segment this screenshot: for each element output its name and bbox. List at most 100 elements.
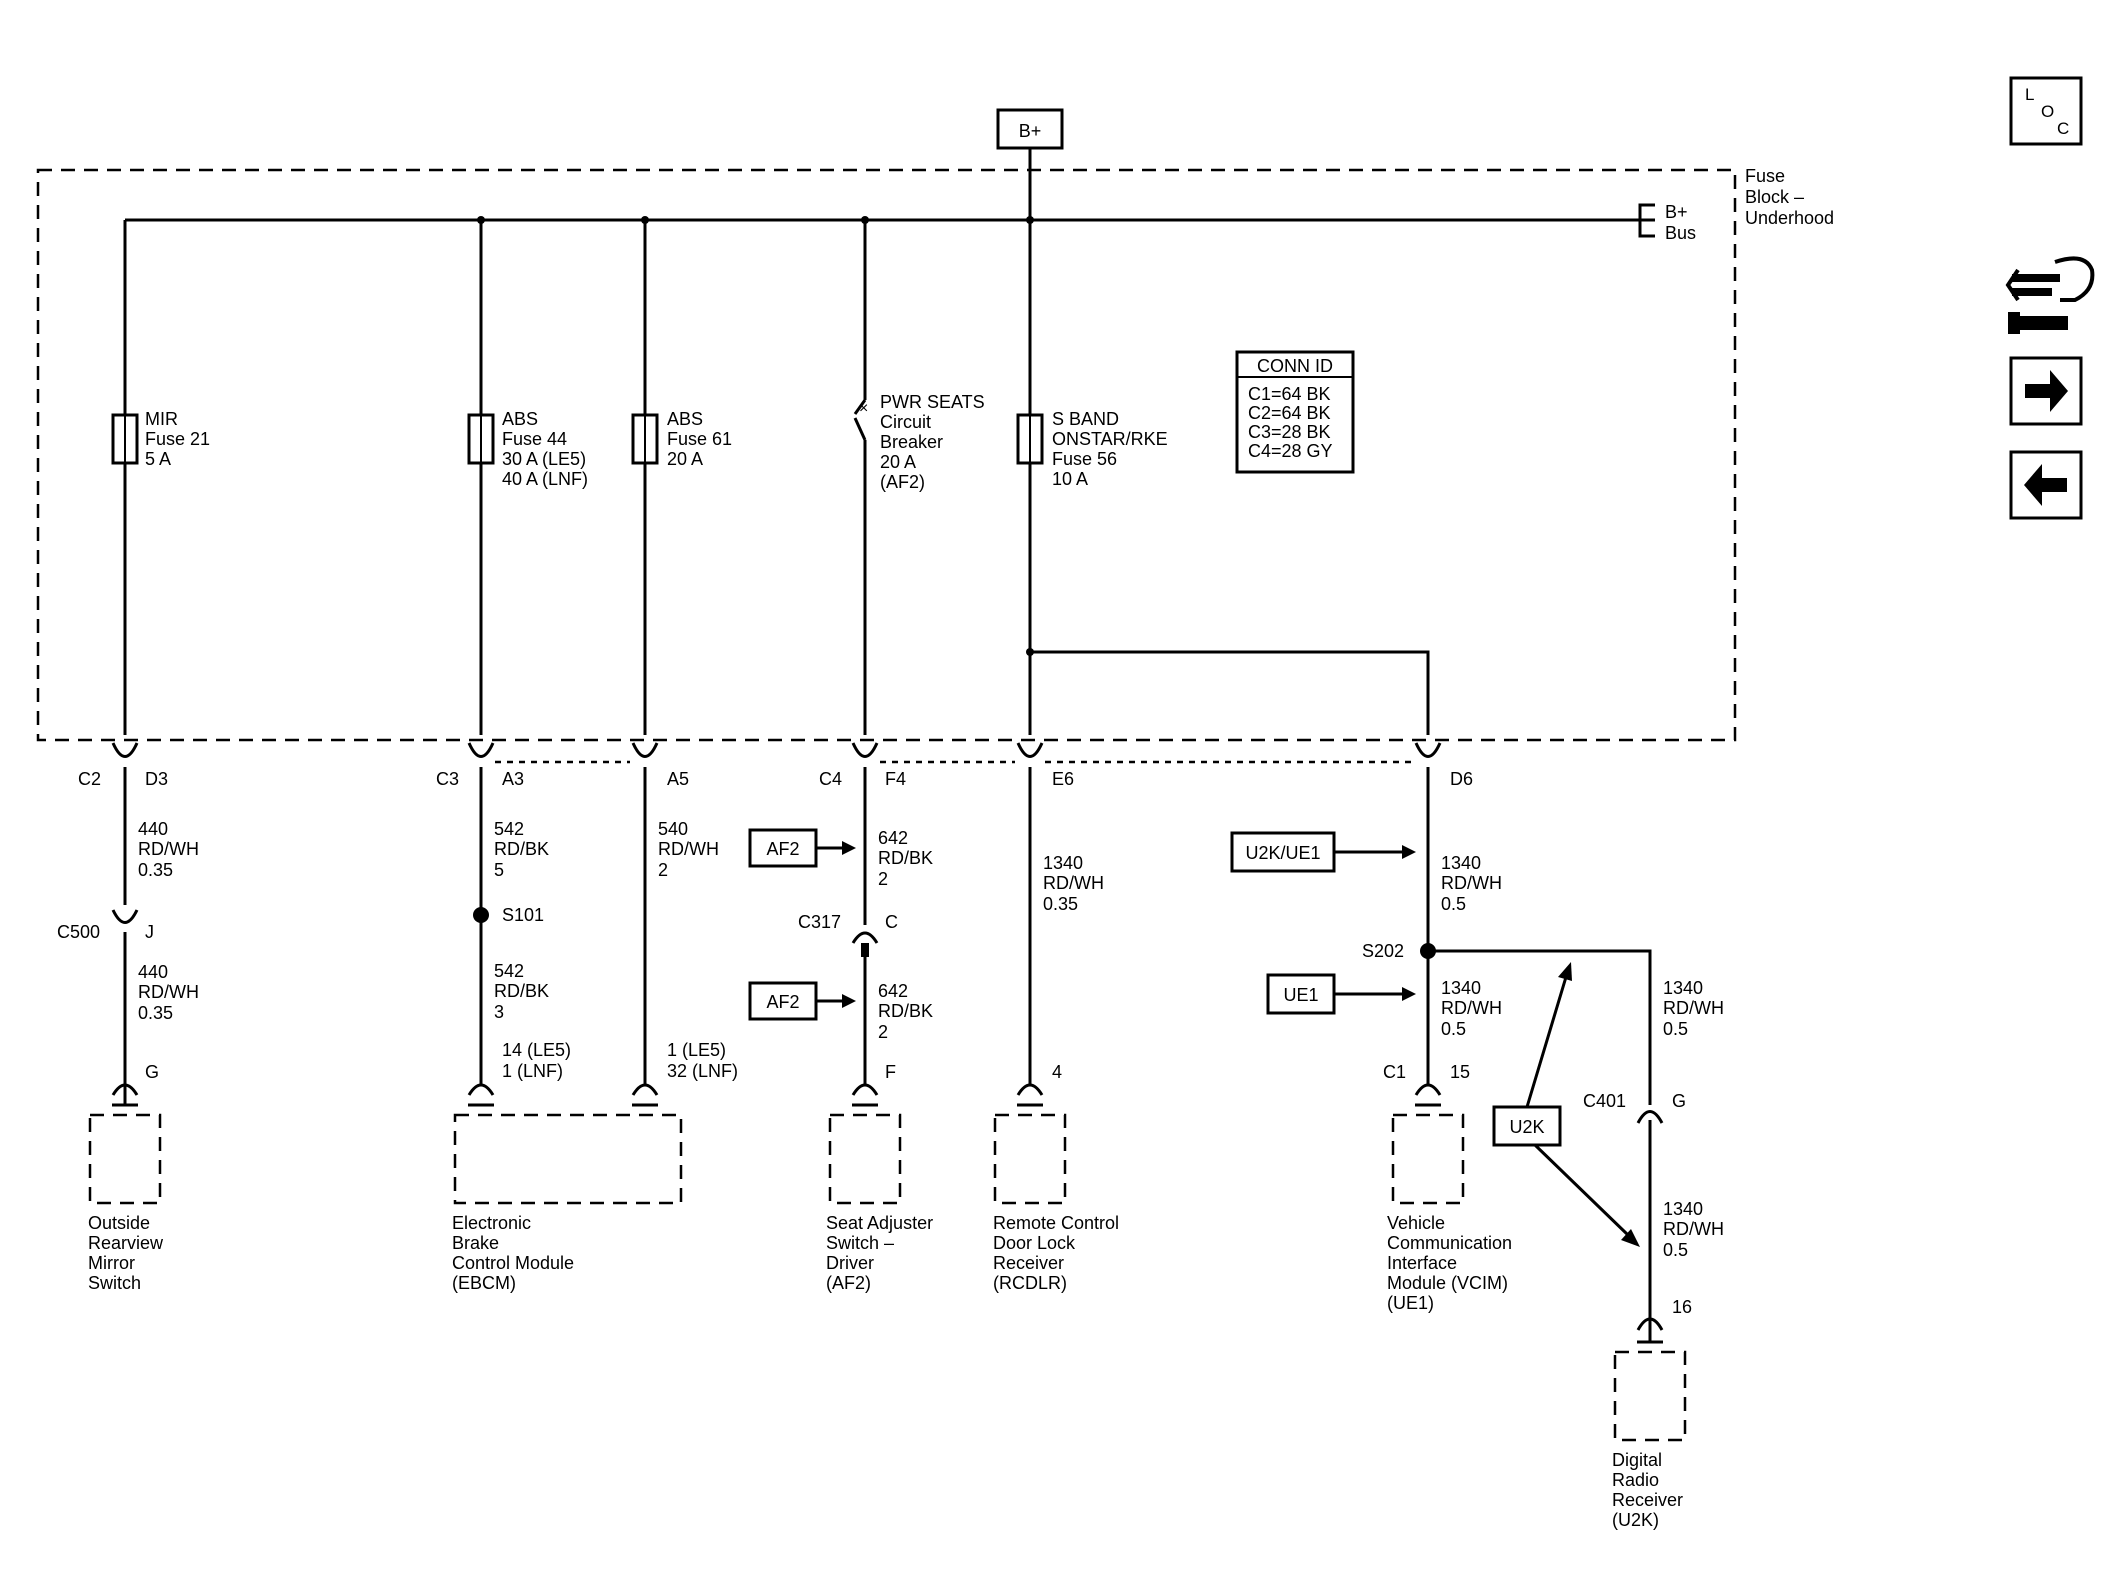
wire-label: RD/WH	[1043, 873, 1104, 893]
component-label: Outside	[88, 1213, 150, 1233]
option-tag-label: U2K	[1509, 1117, 1544, 1137]
wire-label: RD/WH	[1441, 998, 1502, 1018]
option-tag-label: U2K/UE1	[1245, 843, 1320, 863]
loc-letter: O	[2041, 102, 2054, 121]
fuse-label: Fuse 61	[667, 429, 732, 449]
loc-letter: C	[2057, 119, 2069, 138]
fuse-label: 5 A	[145, 449, 171, 469]
component-label: Rearview	[88, 1233, 164, 1253]
pin-label: F	[885, 1062, 896, 1082]
next-page-button[interactable]	[2009, 356, 2083, 426]
fuse-block-label-1: Fuse	[1745, 166, 1785, 186]
wire-label: 1340	[1441, 853, 1481, 873]
connector-label: G	[1672, 1091, 1686, 1111]
component-mirror-switch	[88, 1113, 162, 1205]
loc-button[interactable]: L O C	[2009, 76, 2083, 146]
component-label: Module (VCIM)	[1387, 1273, 1508, 1293]
component-label: Switch –	[826, 1233, 894, 1253]
fuse-label: Fuse 21	[145, 429, 210, 449]
connector-label: C401	[1583, 1091, 1626, 1111]
wire-label: 540	[658, 819, 688, 839]
component-label: Mirror	[88, 1253, 135, 1273]
wire-label: 0.35	[1043, 894, 1078, 914]
wire-label: RD/WH	[1663, 1219, 1724, 1239]
previous-page-button[interactable]	[2009, 450, 2083, 520]
splice-label: S101	[502, 905, 544, 925]
previous-page-arrow-icon	[2024, 464, 2067, 506]
wire-label: RD/WH	[1663, 998, 1724, 1018]
component-label: (AF2)	[826, 1273, 871, 1293]
connector-label: D3	[145, 769, 168, 789]
pin-label: 4	[1052, 1062, 1062, 1082]
conn-id-row: C2=64 BK	[1248, 403, 1331, 423]
component-label: Digital	[1612, 1450, 1662, 1470]
wire-label: RD/BK	[878, 848, 933, 868]
fuse-label: ABS	[502, 409, 538, 429]
connector-label: J	[145, 922, 154, 942]
component-label: Radio	[1612, 1470, 1659, 1490]
bplus-box	[996, 108, 1064, 150]
fuse-label: ONSTAR/RKE	[1052, 429, 1168, 449]
splice-label: S202	[1362, 941, 1404, 961]
wire-label: RD/BK	[494, 839, 549, 859]
wire-label: RD/BK	[878, 1001, 933, 1021]
wire-label: 0.5	[1663, 1240, 1688, 1260]
component-label: Receiver	[993, 1253, 1064, 1273]
wire-label: 440	[138, 819, 168, 839]
wire-label: 1340	[1043, 853, 1083, 873]
fuse-label: 10 A	[1052, 469, 1088, 489]
component-label: Control Module	[452, 1253, 574, 1273]
wire-label: 440	[138, 962, 168, 982]
connector-label: C500	[57, 922, 100, 942]
component-label: Communication	[1387, 1233, 1512, 1253]
wire-label: 1340	[1663, 1199, 1703, 1219]
conn-id-row: C4=28 GY	[1248, 441, 1333, 461]
wire-label: RD/WH	[658, 839, 719, 859]
wire-label: 2	[658, 860, 668, 880]
fuse-block-label-2: Block –	[1745, 187, 1804, 207]
wire-label: RD/WH	[1441, 873, 1502, 893]
pin-label: 14 (LE5)	[502, 1040, 571, 1060]
option-tag-label: AF2	[766, 839, 799, 859]
conn-id-box	[1235, 350, 1355, 474]
component-label: Seat Adjuster	[826, 1213, 933, 1233]
fuse-label: ABS	[667, 409, 703, 429]
wire-label: 542	[494, 961, 524, 981]
wire-label: 3	[494, 1002, 504, 1022]
breaker-label: 20 A	[880, 452, 916, 472]
component-label: (EBCM)	[452, 1273, 516, 1293]
component-label: Interface	[1387, 1253, 1457, 1273]
breaker-label: Circuit	[880, 412, 931, 432]
splice-s101	[473, 907, 489, 923]
component-digital-radio-receiver	[1613, 1350, 1687, 1442]
connector-label: A5	[667, 769, 689, 789]
bus-label-2: Bus	[1665, 223, 1696, 243]
option-tag-u2k	[1492, 1105, 1562, 1147]
connector-end-view-icon[interactable]	[2005, 256, 2095, 334]
conn-id-title: CONN ID	[1257, 356, 1333, 376]
component-label: (U2K)	[1612, 1510, 1659, 1530]
wire-label: 0.35	[138, 860, 173, 880]
pin-label: 32 (LNF)	[667, 1061, 738, 1081]
wire-label: 0.35	[138, 1003, 173, 1023]
connector-label: G	[145, 1062, 159, 1082]
wire-label: 2	[878, 1022, 888, 1042]
wire-label: RD/WH	[138, 839, 199, 859]
bplus-label: B+	[1019, 121, 1042, 141]
wire-label: RD/WH	[138, 982, 199, 1002]
component-seat-adjuster-switch	[828, 1113, 902, 1205]
pin-label: 1 (LNF)	[502, 1061, 563, 1081]
pin-label: 16	[1672, 1297, 1692, 1317]
component-label: Vehicle	[1387, 1213, 1445, 1233]
component-vcim	[1391, 1113, 1465, 1205]
connector-label: C1	[1383, 1062, 1406, 1082]
wire-label: 5	[494, 860, 504, 880]
next-page-arrow-icon	[2025, 370, 2068, 412]
conn-id-row: C1=64 BK	[1248, 384, 1331, 404]
fuse-label: 20 A	[667, 449, 703, 469]
wire-label: 642	[878, 981, 908, 1001]
connector-label: A3	[502, 769, 524, 789]
connector-label: E6	[1052, 769, 1074, 789]
breaker-label: (AF2)	[880, 472, 925, 492]
